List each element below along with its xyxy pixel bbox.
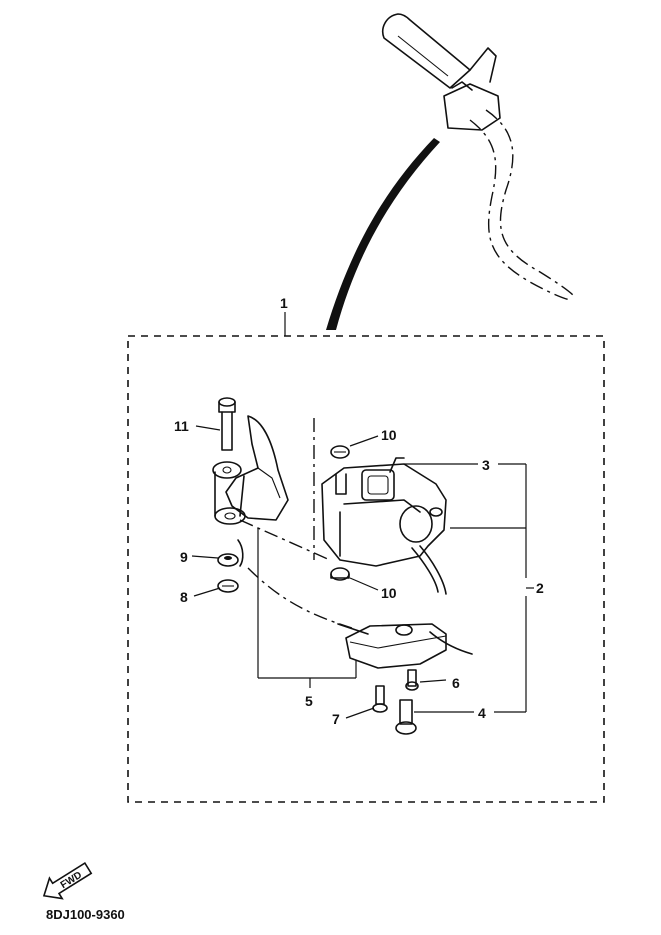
switch-housing <box>321 457 447 595</box>
bracket <box>212 415 289 567</box>
callout-5: 5 <box>257 528 357 709</box>
callout-3: 3 <box>404 457 527 529</box>
screw-7 <box>372 685 388 713</box>
switch-base <box>337 623 473 669</box>
callout-2-label: 2 <box>536 580 544 596</box>
callout-4-label: 4 <box>478 705 486 721</box>
callout-7-label: 7 <box>332 711 340 727</box>
diagram-code: 8DJ100-9360 <box>46 907 125 922</box>
callout-10-lower: 10 <box>349 577 397 601</box>
screw-6 <box>405 669 419 691</box>
callout-7: 7 <box>332 707 375 727</box>
assembly-boundary <box>127 335 605 803</box>
fwd-arrow-icon: FWD <box>42 862 93 900</box>
nut-8 <box>217 579 239 593</box>
callout-1: 1 <box>280 295 288 336</box>
reference-arrow <box>326 138 440 330</box>
handlebar <box>382 13 575 301</box>
callout-11: 11 <box>174 418 221 434</box>
callout-10-upper-label: 10 <box>381 427 397 443</box>
callout-10-lower-label: 10 <box>381 585 397 601</box>
callout-2: 2 <box>494 528 544 713</box>
washer-9 <box>217 553 239 567</box>
callout-8-label: 8 <box>180 589 188 605</box>
callout-3-label: 3 <box>482 457 490 473</box>
callout-1-label: 1 <box>280 295 288 311</box>
callout-9-label: 9 <box>180 549 188 565</box>
bolt-4 <box>395 699 417 735</box>
callout-6: 6 <box>419 675 460 691</box>
callout-6-label: 6 <box>452 675 460 691</box>
callout-8: 8 <box>180 587 221 605</box>
callout-10-upper: 10 <box>349 427 397 447</box>
callout-9: 9 <box>180 549 219 565</box>
callout-11-label: 11 <box>174 418 189 434</box>
nut-10-upper <box>330 445 350 495</box>
alignment-line-a <box>239 519 331 561</box>
alignment-line-b <box>247 567 353 629</box>
callout-5-label: 5 <box>305 693 313 709</box>
callout-4: 4 <box>414 705 486 721</box>
nut-10-lower <box>330 567 350 581</box>
bolt-11 <box>218 397 236 451</box>
